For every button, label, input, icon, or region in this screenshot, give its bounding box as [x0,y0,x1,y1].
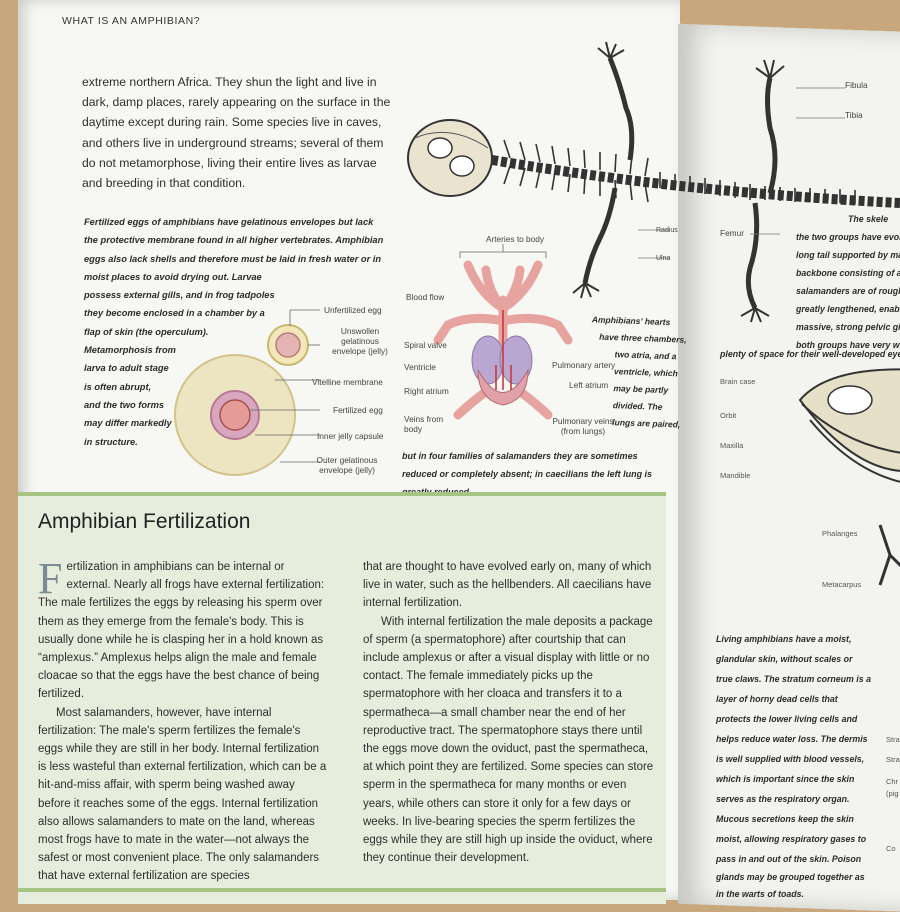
edge-label: (pig [886,789,899,798]
hand-bones-illustration [878,524,900,586]
inner-jelly-capsule-label: Inner jelly capsule [317,431,384,441]
right-caption-line: glandular skin, without scales or [716,654,853,664]
fertilization-panel [18,492,666,904]
maxilla-label: Maxilla [720,441,744,450]
intro-paragraph: extreme northern Africa. They shun the l… [82,75,391,191]
arteries-to-body-label: Arteries to body [485,234,545,244]
mandible-label: Mandible [720,471,751,480]
right-atrium-label: Right atrium [404,386,449,396]
radius-label: Radius [656,227,678,234]
heart-caption: Amphibians' hearts have three chambers, … [588,311,687,433]
paragraph: that are thought to have evolved early o… [363,561,652,610]
right-caption-line: serves as the respiratory organ. [716,794,850,804]
femur-label: Femur [720,228,744,238]
caption-line: Fertilized eggs of amphibians have gelat… [84,217,374,227]
veins-from-body-label: Veins from body [404,414,444,434]
right-caption-line: is well supplied with blood vessels, [716,754,865,764]
caption-line: possess external gills, and in frog tadp… [84,290,275,301]
right-caption-line: salamanders are of roughly [796,286,900,296]
caption-line: in structure. [84,436,138,447]
caption-line: Metamorphosis from [84,345,176,356]
right-caption-line: moist, allowing respiratory gases to [716,834,867,844]
orbit-label: Orbit [720,411,737,420]
left-atrium-label: Left atrium [569,380,609,390]
blood-flow-label: Blood flow [406,292,445,302]
metacarpus-label: Metacarpus [822,580,862,589]
caption-line: the protective membrane found in all hig… [84,235,384,246]
pulmonary-veins-label: Pulmonary veins (from lungs) [552,416,614,436]
panel-bottom-rule [18,888,666,892]
right-caption-line: long tail supported by mar [796,250,900,260]
right-caption-line: both groups have very wic [796,340,900,350]
panel-column-right: that are thought to have evolved early o… [363,558,655,867]
right-caption-line: true claws. The stratum corneum is a [716,674,871,684]
unfertilized-egg-label: Unfertilized egg [324,305,382,315]
right-caption-line: glands may be grouped together as [716,872,865,882]
caption-line: eggs also lack shells and therefore must… [84,253,382,264]
right-caption-line: plenty of space for their well-developed… [720,349,900,359]
pulmonary-artery-label: Pulmonary artery [552,360,616,370]
phalanges-label: Phalanges [822,529,858,538]
caption-line: moist places to avoid drying out. Larvae [84,271,262,282]
edge-label: Stra [886,735,900,744]
paragraph-text: ertilization in amphibians can be intern… [38,561,325,701]
tibia-label: Tibia [845,110,863,120]
right-caption-line: backbone consisting of a g [796,268,900,278]
caption-line: larva to adult stage [84,363,169,374]
ulna-label: Ulna [656,255,671,262]
right-caption-line: layer of horny dead cells that [716,694,838,704]
unswollen-envelope-label: Unswollen gelatinous envelope (jelly) [332,326,388,356]
right-caption-line: pass in and out of the skin. Poison [716,854,862,864]
right-caption-line: The skele [848,214,889,224]
right-caption-line: greatly lengthened, enabli [796,304,900,314]
caption-line: they become enclosed in a chamber by a [84,308,265,319]
heart-diagram [433,244,573,420]
frog-skull-illustration [798,368,900,483]
fertilization-caption: Fertilized eggs of amphibians have gelat… [84,213,384,451]
caption-line: may differ markedly [84,418,172,429]
right-caption-line: massive, strong pelvic gird [796,322,900,332]
spiral-valve-label: Spiral valve [404,340,447,350]
caption-line: is often abrupt, [84,381,152,392]
caption-line: lungs are paired, [612,417,681,430]
fibula-label: Fibula [845,80,868,90]
caption-line: have three chambers, [599,331,687,345]
edge-label: Stra [886,755,900,764]
salamander-skeleton-illustration [407,41,900,323]
right-caption-line: helps reduce water loss. The dermis [716,734,868,744]
paragraph: Most salamanders, however, have internal… [38,706,327,883]
paragraph: With internal fertilization the male dep… [363,615,654,865]
caption-line: flap of skin (the operculum). [84,326,209,337]
caption-line: and the two forms [84,399,165,410]
right-caption-line: the two groups have evolv [796,232,900,242]
ventricle-label: Ventricle [404,362,436,372]
drop-cap: F [38,554,63,603]
panel-title: Amphibian Fertilization [38,510,251,533]
vitelline-membrane-label: Vitelline membrane [312,377,383,387]
right-caption-line: protects the lower living cells and [716,714,858,724]
egg-diagram [174,309,320,476]
right-caption-line: which is important since the skin [716,774,855,784]
fertilized-egg-label: Fertilized egg [333,405,383,415]
brain-case-label: Brain case [720,377,756,386]
right-caption-line: Mucous secretions keep the skin [716,814,854,824]
running-head: WHAT IS AN AMPHIBIAN? [62,15,201,27]
edge-label: Co [886,844,896,853]
edge-label: Chr [886,777,899,786]
outer-envelope-label: Outer gelatinous envelope (jelly) [316,455,378,475]
right-caption-line: Living amphibians have a moist, [716,634,852,644]
right-caption-line: in the warts of toads. [716,889,804,899]
